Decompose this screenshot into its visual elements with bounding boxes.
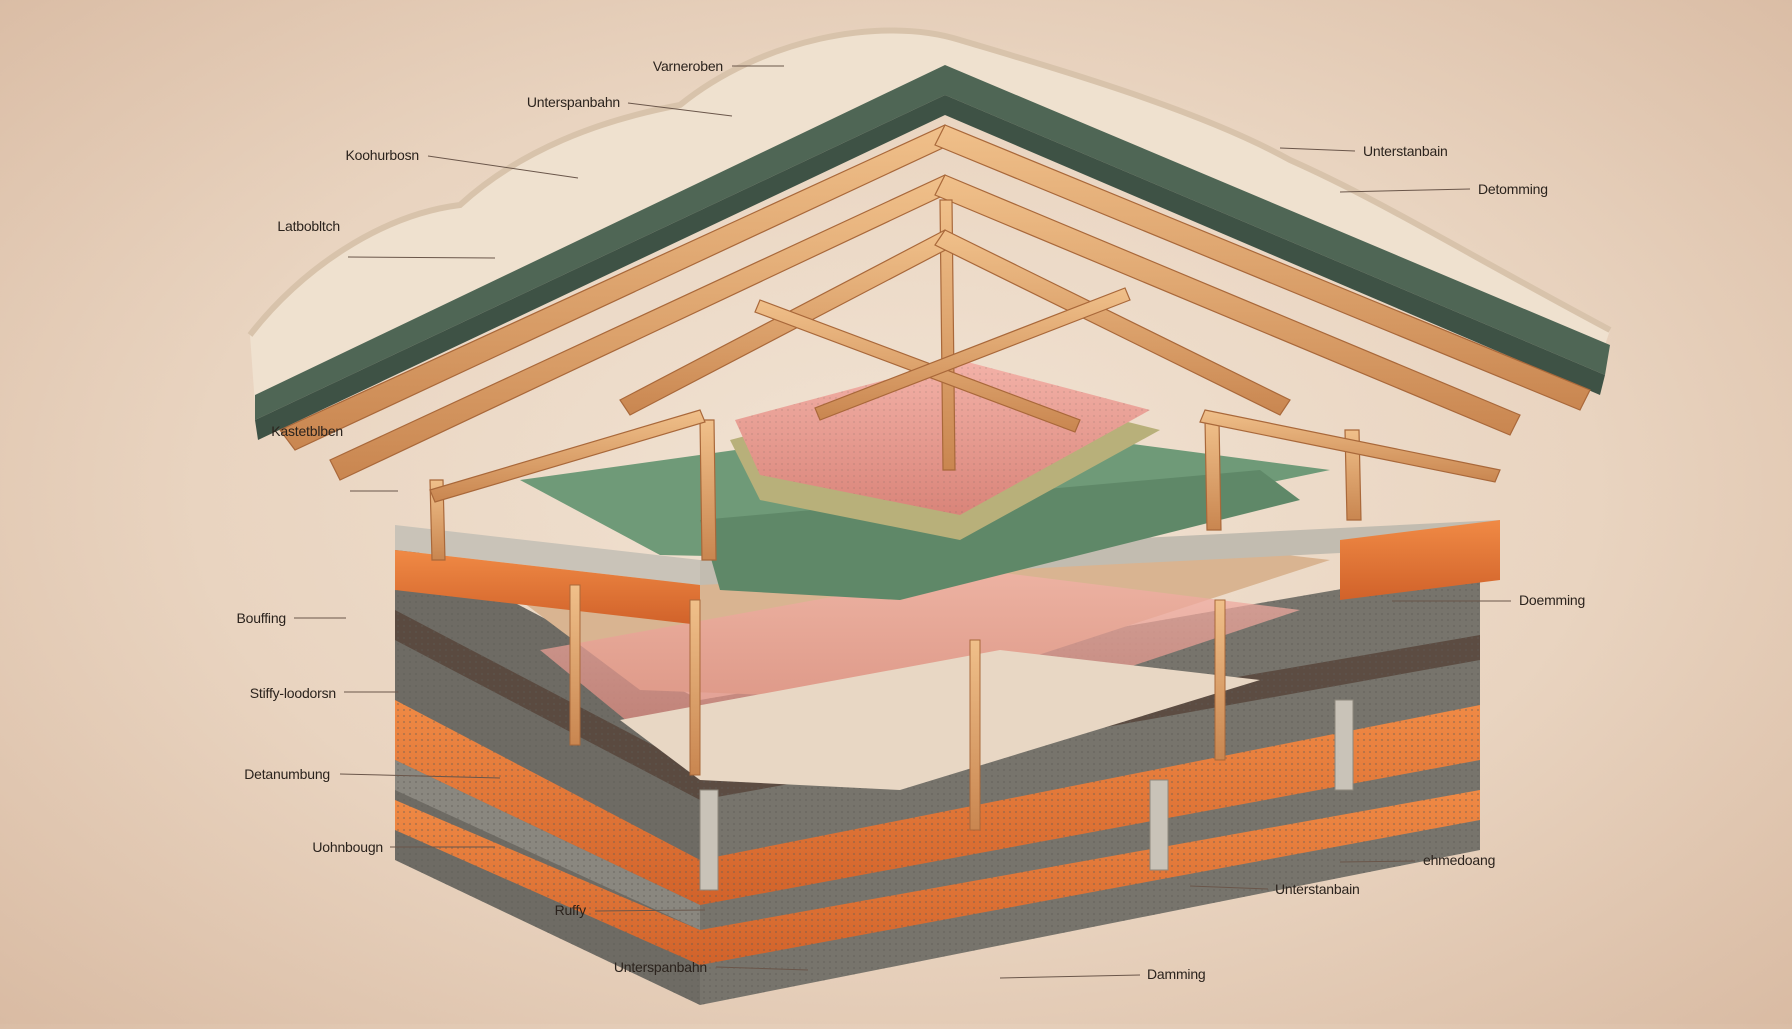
label-doemming: Doemming	[1519, 592, 1586, 608]
leader-line-8	[339, 773, 501, 779]
label-stiffy-loodorsn: Stiffy-loodorsn	[249, 685, 336, 701]
label-detanumbung: Detanumbung	[244, 766, 330, 782]
leader-lines	[294, 65, 1511, 979]
leader-line-13	[1339, 188, 1471, 193]
label-latbobltch: Latbobltch	[277, 218, 340, 234]
base-left-face	[395, 540, 700, 1005]
label-ehmedoang: ehmedoang	[1423, 852, 1496, 868]
label-unterstanbain-top: Unterstanbain	[1363, 143, 1448, 159]
label-unterstanbain-bottom: Unterstanbain	[1275, 881, 1360, 897]
leader-line-16	[1189, 885, 1269, 890]
label-bouffing: Bouffing	[236, 610, 286, 626]
label-kastetblben: Kastetblben	[271, 423, 343, 439]
label-detomming: Detomming	[1478, 181, 1548, 197]
leader-line-2	[627, 102, 733, 117]
leader-line-3	[427, 155, 579, 179]
timber-truss	[279, 124, 1591, 561]
label-varneroben: Varneroben	[652, 58, 723, 74]
roof-covering	[247, 27, 1612, 440]
lower-posts	[569, 584, 1354, 891]
label-unterspanbahn-bottom: Unterspanbahn	[613, 959, 707, 975]
leader-line-15	[1339, 860, 1416, 863]
leader-line-4	[347, 256, 496, 259]
label-ruffy: Ruffy	[554, 902, 587, 918]
label-uohnbougn: Uohnbougn	[312, 839, 383, 855]
label-damming: Damming	[1147, 966, 1206, 982]
leader-line-12	[1279, 147, 1356, 152]
leader-line-10	[594, 909, 706, 912]
leader-line-17	[999, 974, 1141, 979]
label-koohurbosn: Koohurbosn	[345, 147, 419, 163]
leader-line-11	[715, 966, 809, 971]
label-unterspanbahn-top: Unterspanbahn	[526, 94, 620, 110]
